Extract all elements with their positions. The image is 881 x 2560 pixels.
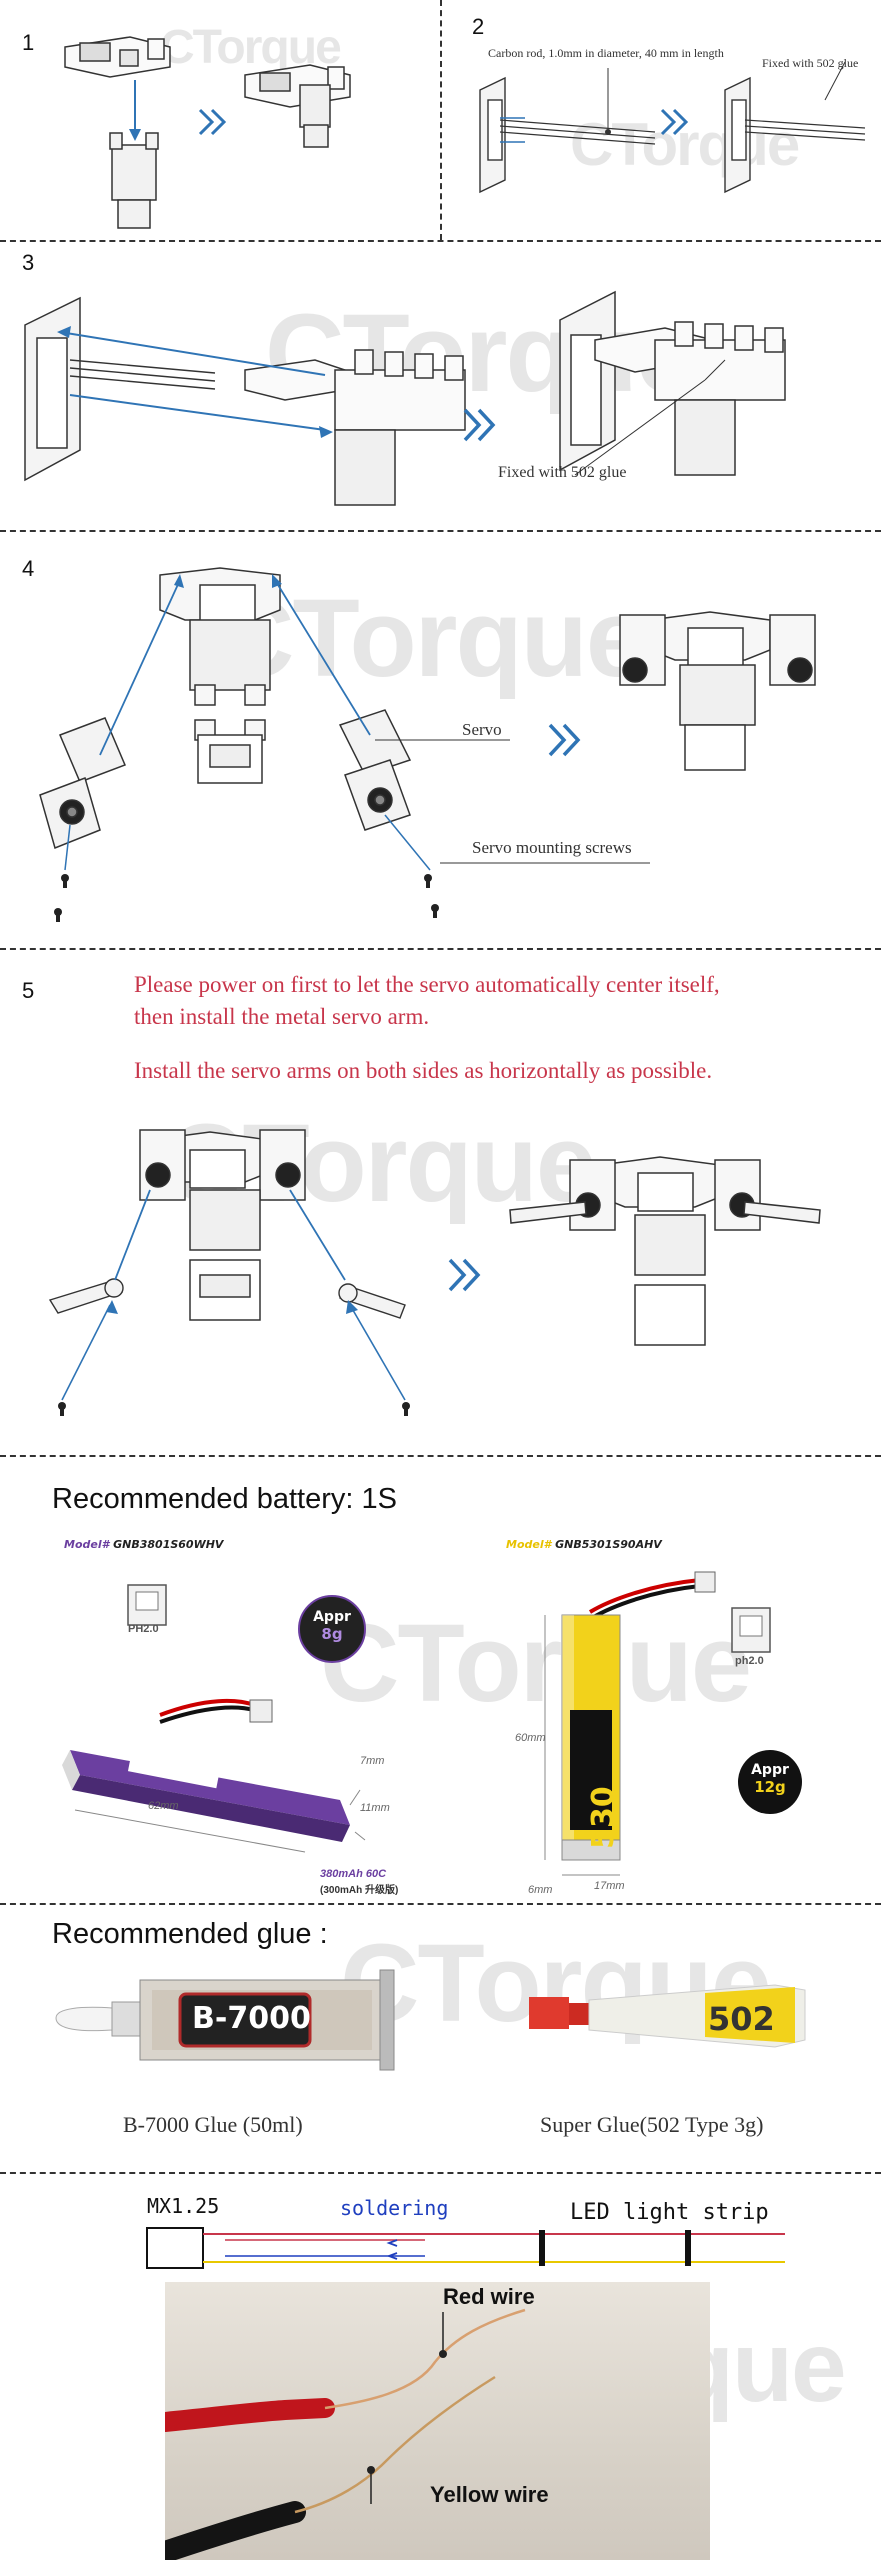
super-glue-product-label: 502: [708, 2000, 775, 2038]
weight-badge-right: Appr 12g: [738, 1750, 802, 1814]
section-divider-4: [0, 1455, 881, 1457]
dim-length-left: 62mm: [148, 1800, 179, 1812]
section-divider-3: [0, 948, 881, 950]
appr-label: Appr: [313, 1609, 351, 1625]
yellow-wire-label: Yellow wire: [430, 2482, 549, 2507]
weight-value: 8g: [321, 1625, 343, 1643]
connector-label-right: ph2.0: [735, 1655, 764, 1667]
model-prefix: Model#: [506, 1538, 552, 1551]
step3-illustration: [24, 290, 786, 506]
battery-left-illustration: [62, 1584, 366, 1853]
section-divider-6: [0, 2172, 881, 2174]
step1-illustration: [64, 36, 351, 229]
dim-depth-right: 6mm: [528, 1884, 553, 1896]
dim-length-right: 60mm: [515, 1732, 546, 1744]
model-prefix: Model#: [64, 1538, 110, 1551]
wire-photo-drawing: [165, 2308, 526, 2560]
carbon-rod-label: Carbon rod, 1.0mm in diameter, 40 mm in …: [488, 46, 724, 60]
dim-width-left: 7mm: [360, 1755, 385, 1767]
connector-label: PH2.0: [128, 1623, 159, 1635]
battery-right-model: Model# GNB5301S90AHV: [506, 1538, 662, 1551]
fixed-glue-label-step3: Fixed with 502 glue: [498, 464, 627, 481]
center-servo-note-1: Please power on first to let the servo a…: [134, 972, 720, 997]
battery-left-model: Model# GNB3801S60WHV: [64, 1538, 223, 1551]
center-servo-note-2: then install the metal servo arm.: [134, 1004, 430, 1029]
dim-height-left: 11mm: [360, 1802, 390, 1814]
servo-screws-label: Servo mounting screws: [472, 838, 632, 857]
soldering-label: soldering: [340, 2196, 449, 2220]
battery-right-capacity: 530: [585, 1786, 621, 1849]
b7000-tube-illustration: [55, 1969, 395, 2071]
b7000-caption: B-7000 Glue (50ml): [123, 2112, 303, 2137]
battery-left-hv: HV: [286, 1766, 302, 1778]
wire-soldering-photo: Red wire Yellow wire: [165, 2282, 710, 2560]
wiring-diagram: [146, 2227, 785, 2269]
horizontal-arms-note: Install the servo arms on both sides as …: [134, 1058, 713, 1083]
led-strip-label: LED light strip: [570, 2200, 769, 2225]
section-divider-5: [0, 1903, 881, 1905]
mx125-connector-label: MX1.25: [147, 2194, 220, 2218]
weight-badge-left: Appr 8g: [298, 1595, 366, 1663]
battery-spec-2: (300mAh 升级版): [320, 1885, 399, 1896]
dim-width-right: 17mm: [594, 1880, 625, 1892]
vertical-divider: [440, 0, 442, 240]
section-divider-1: [0, 240, 881, 242]
step-number-3: 3: [22, 250, 35, 275]
battery-spec-1: 380mAh 60C: [320, 1868, 387, 1880]
model-code: GNB5301S90AHV: [555, 1538, 662, 1551]
servo-label: Servo: [462, 720, 502, 739]
step-number-5: 5: [22, 978, 35, 1003]
step2-illustration: [479, 61, 866, 194]
battery-right-illustration: [544, 1571, 771, 1876]
appr-label: Appr: [751, 1762, 789, 1778]
fixed-glue-label: Fixed with 502 glue: [762, 56, 859, 70]
section-divider-2: [0, 530, 881, 532]
super-glue-caption: Super Glue(502 Type 3g): [540, 2112, 764, 2137]
step5-illustration: [48, 1129, 821, 1416]
red-wire-label: Red wire: [443, 2284, 535, 2309]
battery-heading: Recommended battery: 1S: [52, 1483, 397, 1515]
step-number-4: 4: [22, 556, 35, 581]
step4-illustration: [39, 567, 816, 922]
model-code: GNB3801S60WHV: [113, 1538, 224, 1551]
step-number-2: 2: [472, 14, 485, 39]
glue-heading: Recommended glue :: [52, 1918, 328, 1950]
super-glue-tube-illustration: [529, 1984, 806, 2048]
b7000-product-label: B-7000: [192, 2001, 311, 2036]
step-number-1: 1: [22, 30, 35, 55]
weight-value: 12g: [754, 1778, 786, 1796]
